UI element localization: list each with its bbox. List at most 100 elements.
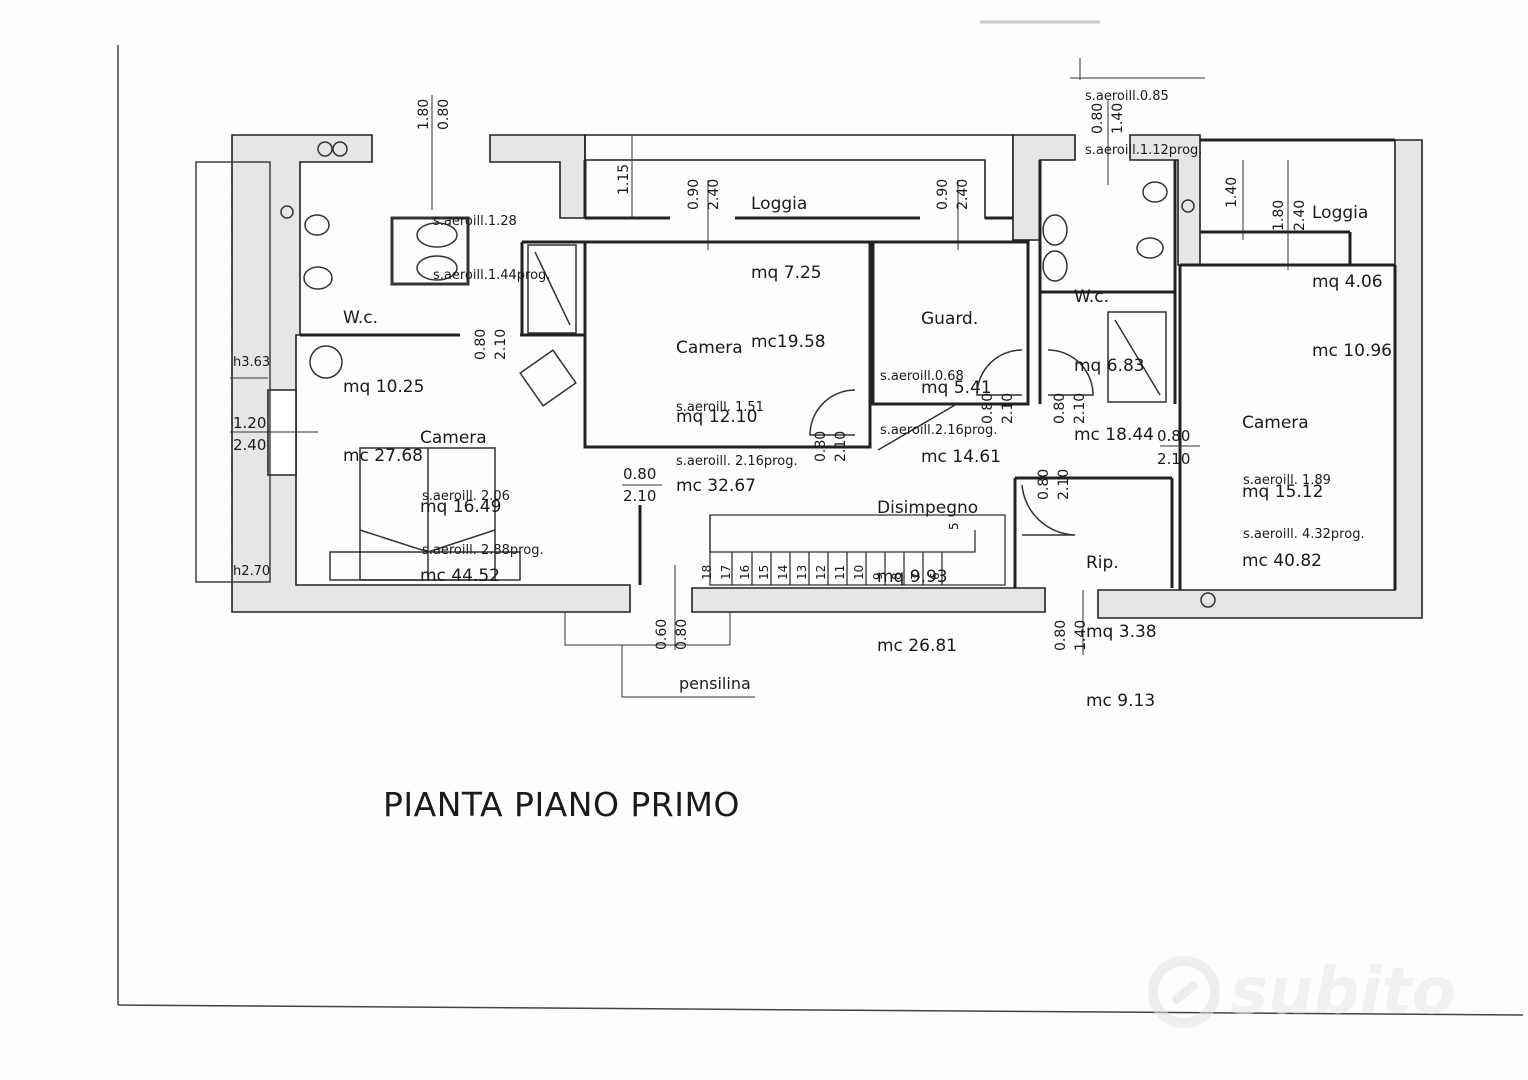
plan-title: PIANTA PIANO PRIMO [383, 785, 740, 824]
stair-step-number: 14 [776, 564, 790, 580]
room-volume: mc 27.68 [343, 446, 423, 466]
dim-label: 2.10 [1056, 468, 1072, 500]
staircase [709, 514, 1006, 586]
stair-step-number: 15 [757, 564, 771, 580]
room-loggia-2: Loggia mq 4.06 mc 10.96 [1312, 156, 1392, 386]
room-volume: mc 10.96 [1312, 341, 1392, 361]
dim-label: 0.80 [1052, 392, 1068, 424]
left-balcony [195, 161, 271, 583]
room-area: mq 4.06 [1312, 272, 1383, 292]
aeroill-value: s.aeroill. 1.89 [1243, 473, 1331, 488]
room-volume: mc 44.52 [420, 566, 500, 586]
dim-label: 0.80 [623, 465, 657, 483]
fixtures [280, 141, 1216, 608]
stair-step-number: 9 [871, 572, 885, 580]
dim-label: 0.80 [980, 392, 996, 424]
aeroill-value: s.aeroill.0.68 [880, 369, 964, 384]
aeroill-prog-value: s.aeroill. 2.88prog. [422, 543, 544, 558]
room-camera-2: Camera mq 12.10 mc 32.67 [676, 291, 757, 521]
room-name: Camera [1242, 413, 1309, 433]
room-name: Guard. [921, 309, 979, 329]
dim-label: 2.10 [623, 487, 657, 505]
dim-label: 1.80 [416, 98, 432, 130]
subito-watermark: subito [1148, 955, 1456, 1029]
room-area: mq 7.25 [751, 263, 822, 283]
dimension-lines [230, 58, 1289, 698]
dim-label: 2.10 [1072, 392, 1088, 424]
room-camera-3-aeroill: s.aeroill. 1.89 s.aeroill. 4.32prog. [1243, 436, 1365, 562]
room-wc-1-aeroill: s.aeroill.1.28 s.aeroill.1.44prog. [433, 177, 550, 303]
stair-step-number: 11 [833, 564, 847, 580]
dim-label: 0.80 [1036, 468, 1052, 500]
dim-label: 0.80 [436, 98, 452, 130]
aeroill-prog-value: s.aeroill.2.16prog. [880, 423, 998, 438]
aeroill-value: s.aeroill.1.28 [433, 214, 517, 229]
dim-label: 2.10 [493, 328, 509, 360]
room-camera-3: Camera mq 15.12 mc 40.82 [1242, 366, 1323, 596]
room-area: mq 6.83 [1074, 356, 1145, 376]
stair-step-number: 12 [814, 564, 828, 580]
pensilina-label: pensilina [679, 674, 751, 693]
room-wc-2-aeroill: s.aeroill.0.85 s.aeroill.1.12prog. [1085, 52, 1202, 178]
room-name: Camera [676, 338, 743, 358]
dim-label: 0.80 [813, 430, 829, 462]
room-volume: mc 32.67 [676, 476, 756, 496]
dim-label: 0.80 [1157, 427, 1191, 445]
stair-step-number: 10 [852, 564, 866, 580]
dim-label: 2.40 [955, 178, 971, 210]
height-label: h3.63 [233, 355, 271, 370]
room-area: mq 12.10 [676, 407, 758, 427]
aeroill-prog-value: s.aeroill.1.44prog. [433, 268, 551, 283]
room-name: Camera [420, 428, 487, 448]
room-rip: Rip. mq 3.38 mc 9.13 [1086, 506, 1157, 736]
room-name: W.c. [343, 308, 379, 328]
room-name: Loggia [751, 194, 808, 214]
room-guard-aeroill: s.aeroill.0.68 s.aeroill.2.16prog. [880, 332, 997, 458]
room-name: Rip. [1086, 553, 1119, 573]
room-name: W.c. [1074, 287, 1110, 307]
room-volume: mc 14.61 [921, 447, 1001, 467]
dim-label: 2.40 [706, 178, 722, 210]
aeroill-value: s.aeroill. 1.51 [676, 400, 764, 415]
dim-label: 1.15 [616, 163, 632, 195]
dim-label: 2.10 [1157, 450, 1191, 468]
dim-label: 2.40 [1292, 199, 1308, 231]
outer-walls [231, 134, 1423, 619]
aeroill-value: s.aeroill.0.85 [1085, 89, 1169, 104]
aeroill-prog-value: s.aeroill. 4.32prog. [1243, 527, 1365, 542]
watermark-text: subito [1230, 955, 1456, 1029]
height-label: h2.70 [233, 564, 271, 579]
stair-step-number: 5 [947, 522, 961, 530]
room-guard: Guard. mq 5.41 mc 14.61 [921, 262, 1001, 492]
dim-label: 1.40 [1110, 102, 1126, 134]
room-disimpegno: Disimpegno mq 9.93 mc 26.81 [877, 451, 978, 681]
stair-step-number: 18 [700, 564, 714, 580]
room-name: Loggia [1312, 203, 1369, 223]
room-volume: mc19.58 [751, 332, 826, 352]
dim-label: 2.40 [233, 436, 267, 454]
dim-label: 2.10 [833, 430, 849, 462]
dim-label: 0.90 [686, 178, 702, 210]
dim-label: 1.20 [233, 414, 267, 432]
stair-step-number: 13 [795, 564, 809, 580]
room-area: mq 16.49 [420, 497, 502, 517]
room-wc-2: W.c. mq 6.83 mc 18.44 [1074, 240, 1154, 470]
room-volume: mc 40.82 [1242, 551, 1322, 571]
room-volume: mc 26.81 [877, 636, 957, 656]
stair-step-number: 8 [890, 572, 904, 580]
dim-label: 0.80 [1053, 619, 1069, 651]
dim-label: 1.40 [1073, 619, 1089, 651]
aeroill-value: s.aeroill. 2.06 [422, 489, 510, 504]
room-area: mq 10.25 [343, 377, 425, 397]
stair-step-number: 17 [719, 564, 733, 580]
room-wc-1: W.c. mq 10.25 mc 27.68 [343, 261, 424, 491]
dim-label: 0.80 [473, 328, 489, 360]
stair-step-number: 6 [928, 572, 942, 580]
room-volume: mc 9.13 [1086, 691, 1156, 711]
dim-label: 1.40 [1224, 176, 1240, 208]
dim-label: 1.80 [1271, 199, 1287, 231]
room-loggia-1: Loggia mq 7.25 mc19.58 [751, 147, 826, 377]
room-volume: mc 18.44 [1074, 425, 1154, 445]
room-area: mq 3.38 [1086, 622, 1157, 642]
